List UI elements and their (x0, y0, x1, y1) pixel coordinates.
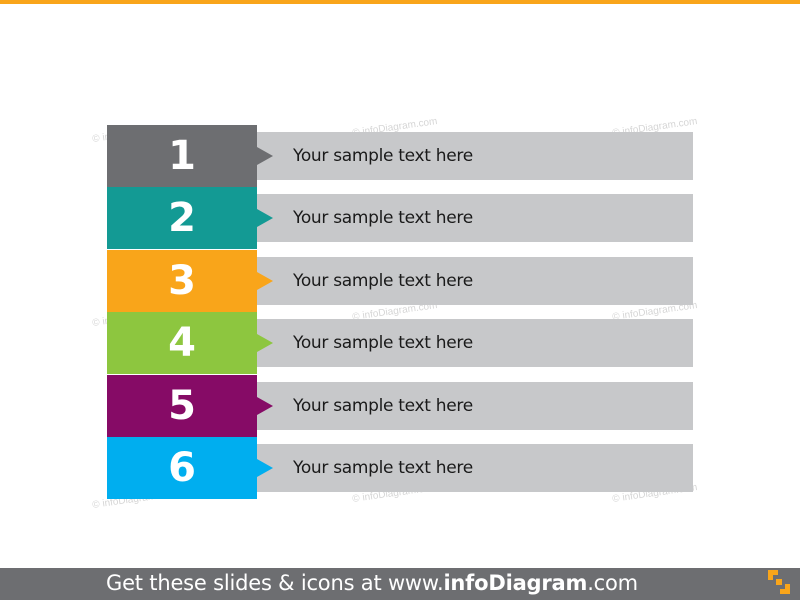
footer-suffix: .com (587, 571, 638, 595)
number-block: 5 (107, 375, 257, 437)
footer-prefix: Get these slides & icons at www. (106, 571, 444, 595)
number-block: 2 (107, 187, 257, 249)
item-text: Your sample text here (293, 208, 473, 228)
text-box: Your sample text here (257, 257, 693, 305)
text-box: Your sample text here (257, 132, 693, 180)
text-box: Your sample text here (257, 382, 693, 430)
item-number: 1 (168, 133, 196, 179)
item-number: 3 (168, 258, 196, 304)
text-box: Your sample text here (257, 444, 693, 492)
pointer-arrow (257, 272, 273, 290)
item-number: 5 (168, 383, 196, 429)
number-block: 4 (107, 312, 257, 374)
item-text: Your sample text here (293, 396, 473, 416)
item-number: 4 (168, 320, 196, 366)
infodiagram-logo-icon (768, 570, 790, 594)
item-text: Your sample text here (293, 333, 473, 353)
text-box: Your sample text here (257, 319, 693, 367)
pointer-arrow (257, 334, 273, 352)
item-text: Your sample text here (293, 271, 473, 291)
item-text: Your sample text here (293, 458, 473, 478)
list-item-4: Your sample text here 4 (107, 312, 697, 374)
list-item-3: Your sample text here 3 (107, 250, 697, 312)
item-number: 6 (168, 445, 196, 491)
list-item-6: Your sample text here 6 (107, 437, 697, 499)
item-text: Your sample text here (293, 146, 473, 166)
number-block: 1 (107, 125, 257, 187)
text-box: Your sample text here (257, 194, 693, 242)
pointer-arrow (257, 147, 273, 165)
pointer-arrow (257, 397, 273, 415)
item-number: 2 (168, 195, 196, 241)
top-accent-bar (0, 0, 800, 4)
footer-bar: Get these slides & icons at www.infoDiag… (0, 568, 800, 600)
list-item-1: Your sample text here 1 (107, 125, 697, 187)
pointer-arrow (257, 459, 273, 477)
pointer-arrow (257, 209, 273, 227)
list-item-2: Your sample text here 2 (107, 187, 697, 249)
number-block: 3 (107, 250, 257, 312)
footer-brand: infoDiagram (443, 571, 588, 595)
list-item-5: Your sample text here 5 (107, 375, 697, 437)
footer-text[interactable]: Get these slides & icons at www.infoDiag… (106, 571, 638, 595)
number-block: 6 (107, 437, 257, 499)
